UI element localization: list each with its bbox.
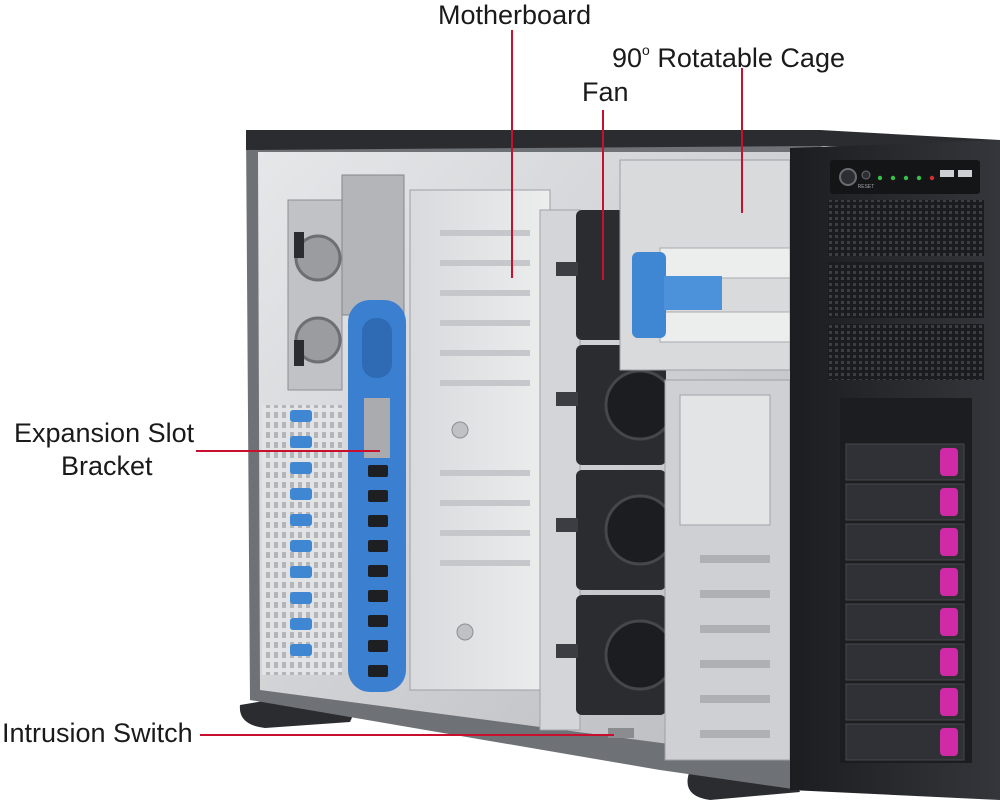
status-led-icon bbox=[903, 175, 909, 181]
psu-bay bbox=[287, 199, 343, 391]
usb-port-icon bbox=[940, 170, 954, 177]
cage-release-handle bbox=[632, 252, 722, 338]
tray-standoff bbox=[456, 623, 474, 641]
drive-cage-cutouts bbox=[700, 555, 770, 738]
expansion-slot-bracket bbox=[341, 174, 406, 692]
cage-label-number: 90 bbox=[612, 43, 643, 73]
reset-label: RESET bbox=[858, 184, 875, 190]
rotatable-cage-label: 90o Rotatable Cage bbox=[612, 35, 845, 74]
front-mesh-bay bbox=[828, 200, 984, 256]
pcie-slot-connectors bbox=[290, 410, 312, 656]
reset-button-icon bbox=[861, 170, 871, 180]
intrusion-switch bbox=[608, 728, 634, 738]
expansion-label-line-2: Bracket bbox=[61, 451, 153, 481]
front-mesh-bay bbox=[828, 324, 984, 380]
fan-shroud bbox=[539, 209, 581, 731]
usb-port-icon bbox=[958, 170, 972, 177]
expansion-label-line-1: Expansion Slot bbox=[14, 418, 195, 448]
fan-module bbox=[556, 210, 676, 715]
front-control-panel: RESET bbox=[830, 160, 980, 194]
tray-slots bbox=[440, 230, 530, 566]
cage-label-text: Rotatable Cage bbox=[649, 43, 845, 73]
hot-swap-drive-bays bbox=[840, 398, 972, 763]
status-led-icon bbox=[916, 175, 922, 181]
cage-rail bbox=[659, 311, 791, 343]
motherboard-label: Motherboard bbox=[438, 0, 592, 30]
degree-symbol: o bbox=[642, 42, 650, 58]
fan-label: Fan bbox=[582, 77, 629, 107]
alert-led-icon bbox=[929, 175, 935, 181]
drive-cage-bracket bbox=[679, 394, 771, 526]
intrusion-switch-label: Intrusion Switch bbox=[2, 718, 193, 748]
tray-standoff bbox=[451, 421, 469, 439]
cage-rail bbox=[659, 247, 791, 279]
motherboard-tray bbox=[409, 189, 551, 691]
status-led-icon bbox=[890, 175, 896, 181]
front-mesh-bay bbox=[828, 262, 984, 318]
status-led-icon bbox=[877, 175, 883, 181]
expansion-slot-bracket-label: Expansion Slot Bracket bbox=[14, 417, 194, 483]
power-button-icon bbox=[839, 168, 857, 186]
chassis-top-lid bbox=[246, 130, 1000, 150]
